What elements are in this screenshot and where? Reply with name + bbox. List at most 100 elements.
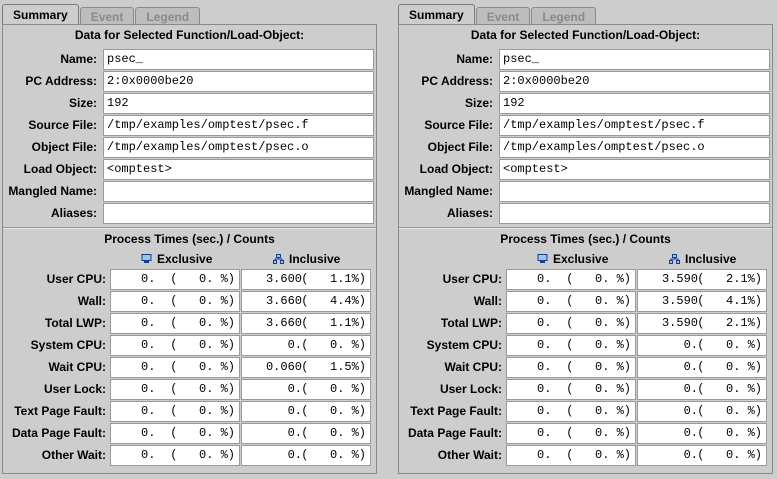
aliases-field[interactable] bbox=[103, 203, 374, 224]
inclusive-column-header: Inclusive bbox=[273, 252, 340, 266]
inclusive-value-box: 3.590( 4.1%) bbox=[637, 291, 767, 312]
name-field[interactable]: psec_ bbox=[499, 49, 770, 70]
metric-label: Total LWP: bbox=[44, 316, 106, 330]
metric-row-other-wait: Other Wait: 0.( 0. %) 0.( 0. %) bbox=[399, 445, 772, 466]
exclusive-metric-icon bbox=[141, 254, 152, 263]
exclusive-value: 0. bbox=[537, 360, 552, 374]
metric-row-system-cpu: System CPU: 0.( 0. %) 0.( 0. %) bbox=[399, 335, 772, 356]
tab-legend[interactable]: Legend bbox=[135, 7, 201, 25]
field-row-source-file: Source File: /tmp/examples/omptest/psec.… bbox=[3, 115, 376, 136]
inclusive-value: 3.590 bbox=[661, 316, 698, 330]
tab-summary[interactable]: Summary bbox=[2, 4, 79, 25]
inclusive-value-box: 0.( 0. %) bbox=[637, 357, 767, 378]
exclusive-metric-icon bbox=[537, 254, 548, 263]
metric-label: User CPU: bbox=[46, 272, 106, 286]
inclusive-percent: ( 2.1%) bbox=[697, 272, 762, 286]
exclusive-percent: ( 0. %) bbox=[170, 404, 235, 418]
inclusive-value: 0. bbox=[683, 448, 698, 462]
size-field[interactable]: 192 bbox=[499, 93, 770, 114]
exclusive-value-box: 0.( 0. %) bbox=[110, 313, 240, 334]
metric-label: Data Page Fault: bbox=[407, 426, 502, 440]
metric-label: Wall: bbox=[473, 294, 502, 308]
exclusive-percent: ( 0. %) bbox=[170, 382, 235, 396]
field-label: Name: bbox=[456, 52, 493, 66]
exclusive-value-box: 0.( 0. %) bbox=[506, 291, 636, 312]
pc-address-field[interactable]: 2:0x0000be20 bbox=[103, 71, 374, 92]
field-row-load-object: Load Object: <omptest> bbox=[3, 159, 376, 180]
exclusive-value: 0. bbox=[141, 294, 156, 308]
exclusive-percent: ( 0. %) bbox=[566, 272, 631, 286]
exclusive-value-box: 0.( 0. %) bbox=[110, 335, 240, 356]
source-file-field[interactable]: /tmp/examples/omptest/psec.f bbox=[103, 115, 374, 136]
inclusive-column-header: Inclusive bbox=[669, 252, 736, 266]
section-title-function-data: Data for Selected Function/Load-Object: bbox=[74, 28, 305, 42]
exclusive-value-box: 0.( 0. %) bbox=[506, 313, 636, 334]
inclusive-value-box: 0.( 0. %) bbox=[637, 401, 767, 422]
metric-row-user-cpu: User CPU: 0.( 0. %) 3.600( 1.1%) bbox=[3, 269, 376, 290]
inclusive-value-box: 3.660( 1.1%) bbox=[241, 313, 371, 334]
exclusive-value: 0. bbox=[141, 316, 156, 330]
metric-row-other-wait: Other Wait: 0.( 0. %) 0.( 0. %) bbox=[3, 445, 376, 466]
summary-panel-right: Summary Event Legend Data for Selected F… bbox=[396, 0, 777, 479]
load-object-field[interactable]: <omptest> bbox=[499, 159, 770, 180]
field-label: Aliases: bbox=[50, 206, 97, 220]
inclusive-value: 0. bbox=[683, 382, 698, 396]
exclusive-value: 0. bbox=[141, 272, 156, 286]
field-row-size: Size: 192 bbox=[399, 93, 772, 114]
source-file-field[interactable]: /tmp/examples/omptest/psec.f bbox=[499, 115, 770, 136]
object-file-field[interactable]: /tmp/examples/omptest/psec.o bbox=[103, 137, 374, 158]
inclusive-value-box: 3.590( 2.1%) bbox=[637, 269, 767, 290]
tab-summary[interactable]: Summary bbox=[398, 4, 475, 25]
pc-address-field[interactable]: 2:0x0000be20 bbox=[499, 71, 770, 92]
inclusive-metric-icon bbox=[669, 254, 680, 264]
exclusive-value-box: 0.( 0. %) bbox=[506, 335, 636, 356]
load-object-field[interactable]: <omptest> bbox=[103, 159, 374, 180]
exclusive-value: 0. bbox=[537, 294, 552, 308]
tab-event[interactable]: Event bbox=[79, 7, 135, 25]
exclusive-value: 0. bbox=[141, 360, 156, 374]
tab-legend[interactable]: Legend bbox=[531, 7, 597, 25]
size-field[interactable]: 192 bbox=[103, 93, 374, 114]
object-file-field[interactable]: /tmp/examples/omptest/psec.o bbox=[499, 137, 770, 158]
exclusive-value-box: 0.( 0. %) bbox=[506, 379, 636, 400]
mangled-name-field[interactable] bbox=[103, 181, 374, 202]
field-row-mangled-name: Mangled Name: bbox=[399, 181, 772, 202]
inclusive-percent: ( 0. %) bbox=[697, 382, 762, 396]
summary-panel-left: Summary Event Legend Data for Selected F… bbox=[0, 0, 381, 479]
metric-label: Wall: bbox=[77, 294, 106, 308]
tab-bar: Summary Event Legend bbox=[398, 4, 597, 25]
exclusive-value-box: 0.( 0. %) bbox=[506, 401, 636, 422]
exclusive-label: Exclusive bbox=[157, 252, 213, 266]
summary-body: Data for Selected Function/Load-Object: … bbox=[398, 24, 773, 474]
metric-label: Wait CPU: bbox=[444, 360, 502, 374]
metric-label: Data Page Fault: bbox=[11, 426, 106, 440]
tab-event[interactable]: Event bbox=[475, 7, 531, 25]
aliases-field[interactable] bbox=[499, 203, 770, 224]
inclusive-percent: ( 1.1%) bbox=[301, 316, 366, 330]
inclusive-value-box: 0.( 0. %) bbox=[241, 379, 371, 400]
inclusive-value-box: 0.( 0. %) bbox=[241, 401, 371, 422]
inclusive-percent: ( 0. %) bbox=[697, 338, 762, 352]
exclusive-value-box: 0.( 0. %) bbox=[110, 379, 240, 400]
metric-label: Other Wait: bbox=[41, 448, 106, 462]
field-label: Source File: bbox=[28, 118, 97, 132]
inclusive-value-box: 0.( 0. %) bbox=[637, 445, 767, 466]
field-label: Name: bbox=[60, 52, 97, 66]
inclusive-value-box: 0.060( 1.5%) bbox=[241, 357, 371, 378]
name-field[interactable]: psec_ bbox=[103, 49, 374, 70]
field-label: Mangled Name: bbox=[404, 184, 493, 198]
inclusive-value-box: 0.( 0. %) bbox=[637, 423, 767, 444]
inclusive-value-box: 0.( 0. %) bbox=[637, 379, 767, 400]
exclusive-percent: ( 0. %) bbox=[566, 404, 631, 418]
inclusive-value: 3.660 bbox=[265, 316, 302, 330]
metric-label: Text Page Fault: bbox=[410, 404, 502, 418]
metric-label: User Lock: bbox=[43, 382, 106, 396]
metric-row-text-page-fault: Text Page Fault: 0.( 0. %) 0.( 0. %) bbox=[399, 401, 772, 422]
exclusive-value: 0. bbox=[141, 448, 156, 462]
field-row-name: Name: psec_ bbox=[399, 49, 772, 70]
mangled-name-field[interactable] bbox=[499, 181, 770, 202]
inclusive-value: 0. bbox=[683, 338, 698, 352]
field-label: Load Object: bbox=[419, 162, 493, 176]
field-label: Mangled Name: bbox=[8, 184, 97, 198]
exclusive-percent: ( 0. %) bbox=[170, 294, 235, 308]
